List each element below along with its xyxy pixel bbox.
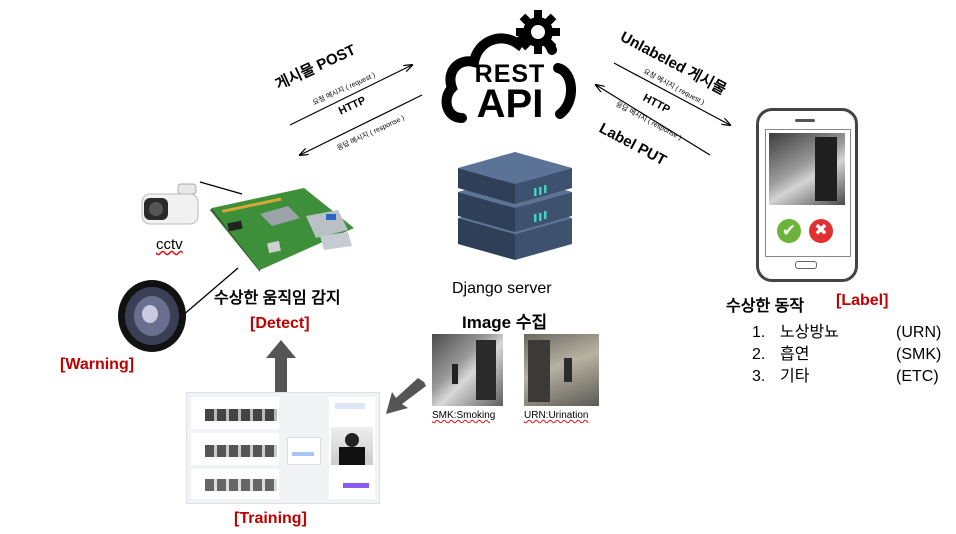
raspberry-pi-board	[208, 186, 358, 272]
rest-api-logo: REST API	[440, 6, 580, 130]
label-list: 1. 노상방뇨 (URN) 2. 흡연 (SMK) 3. 기타 (ETC)	[752, 322, 952, 388]
approve-button[interactable]: ✔	[777, 219, 801, 243]
detect-tag: [Detect]	[250, 315, 310, 332]
response-arrow	[596, 85, 711, 156]
server-label: Django server	[452, 280, 552, 297]
cctv-camera-icon	[141, 183, 199, 225]
training-screenshot	[186, 392, 380, 504]
reject-button[interactable]: ✖	[809, 219, 833, 243]
phone: ✔ ✖	[756, 108, 858, 282]
speaker	[116, 278, 188, 354]
list-item: 2. 흡연 (SMK)	[752, 346, 942, 363]
sample-urination-caption: URN:Urination	[524, 410, 589, 421]
api-label: API	[476, 82, 544, 126]
request-arrow	[289, 65, 412, 126]
sample-urination-image	[524, 334, 599, 406]
list-item: 1. 노상방뇨 (URN)	[752, 324, 942, 341]
to-detect-arrow	[266, 340, 296, 406]
device-cables	[181, 181, 243, 317]
raspberry-pi-icon	[210, 188, 354, 272]
sample-smoking-image	[432, 334, 503, 406]
to-training-arrow	[386, 378, 426, 414]
training-tag: [Training]	[234, 510, 307, 527]
cloud-gear-icon	[441, 10, 577, 123]
server-icon	[458, 152, 572, 260]
server-stack	[450, 150, 580, 270]
cctv-camera	[140, 180, 210, 230]
request-arrow	[613, 62, 730, 125]
speaker-icon	[118, 280, 186, 352]
cctv-label: cctv	[156, 236, 183, 253]
detect-title: 수상한 움직임 감지	[214, 290, 341, 307]
image-collect-title: Image 수집	[462, 313, 548, 332]
response-arrow	[300, 94, 423, 155]
label-title: 수상한 동작	[726, 298, 805, 315]
check-icon: ✔	[781, 221, 797, 240]
phone-photo	[769, 133, 845, 205]
right-http-arrows	[590, 62, 750, 156]
label-tag: [Label]	[836, 292, 889, 309]
sample-smoking-caption: SMK:Smoking	[432, 410, 496, 421]
left-http-arrows	[289, 55, 423, 165]
cross-icon: ✖	[814, 222, 828, 239]
rest-label: REST	[474, 60, 546, 88]
list-item: 3. 기타 (ETC)	[752, 368, 939, 385]
warning-tag: [Warning]	[60, 356, 135, 373]
